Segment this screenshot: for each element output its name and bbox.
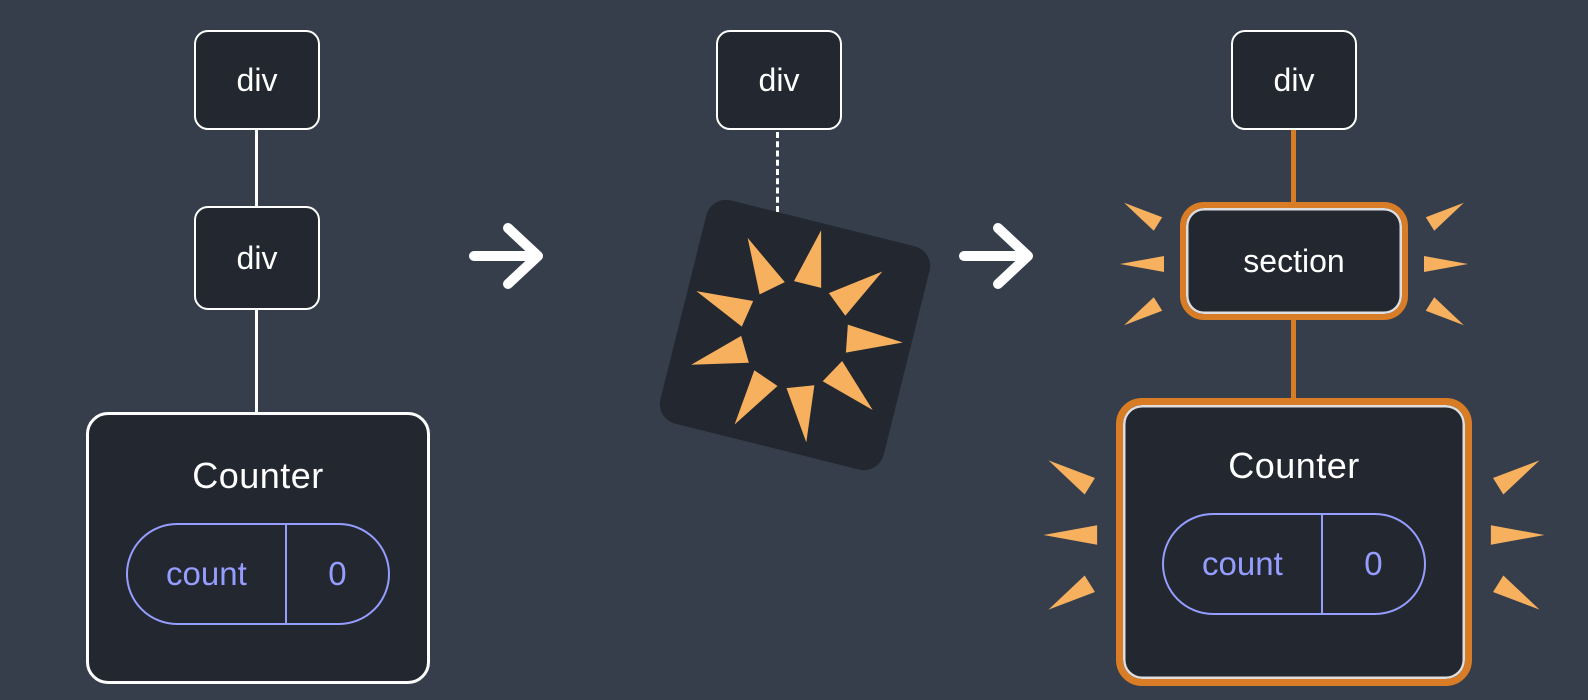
- section-burst-right-icon: [1424, 202, 1468, 326]
- during-root-div-label: div: [758, 61, 800, 98]
- arrow-right-icon: [959, 223, 1033, 289]
- before-state-key: count: [128, 525, 287, 623]
- before-root-div-node: div: [194, 30, 320, 130]
- before-connector-root-child: [255, 130, 258, 206]
- before-connector-child-counter: [255, 310, 258, 412]
- before-counter-card: Counter count 0: [86, 412, 430, 684]
- after-root-div-label: div: [1273, 61, 1315, 98]
- before-state-value: 0: [328, 555, 347, 592]
- arrow-right-icon: [469, 223, 543, 289]
- after-counter-title: Counter: [1228, 445, 1360, 486]
- poof-burst-icon: [659, 199, 931, 471]
- after-connector-section-counter: [1291, 320, 1296, 398]
- after-section-label: section: [1243, 242, 1345, 279]
- section-burst-left-icon: [1120, 202, 1164, 326]
- before-counter-title: Counter: [192, 455, 324, 496]
- during-root-div-node: div: [716, 30, 842, 130]
- counter-burst-right-icon: [1490, 460, 1545, 610]
- counter-burst-left-icon: [1043, 460, 1098, 610]
- after-state-key: count: [1164, 515, 1323, 613]
- during-dashed-connector: [776, 132, 779, 212]
- before-root-div-label: div: [236, 61, 278, 98]
- after-state-value: 0: [1364, 545, 1383, 582]
- after-section-node: section: [1180, 202, 1408, 320]
- after-state-pill: count 0: [1162, 513, 1426, 615]
- after-connector-root-section: [1291, 130, 1296, 202]
- before-state-pill: count 0: [126, 523, 390, 625]
- before-child-div-node: div: [194, 206, 320, 310]
- after-counter-card: Counter count 0: [1116, 398, 1472, 686]
- before-child-div-label: div: [236, 239, 278, 276]
- after-root-div-node: div: [1231, 30, 1357, 130]
